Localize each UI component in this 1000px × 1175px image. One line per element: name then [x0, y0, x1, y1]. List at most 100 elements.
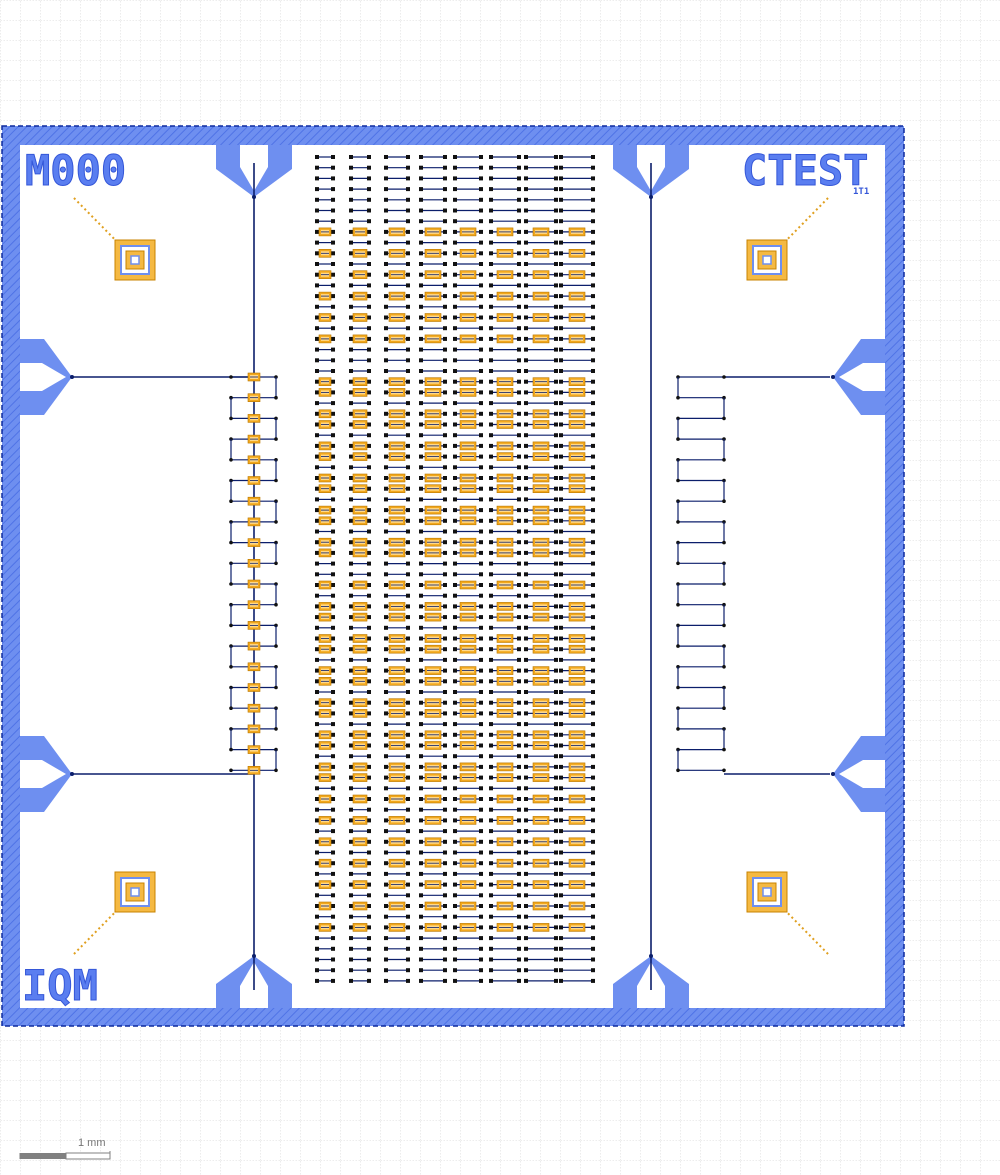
junction-pad — [352, 377, 368, 387]
array-contact — [406, 165, 410, 170]
junction-pad — [532, 441, 550, 451]
junction-pad — [496, 505, 514, 515]
array-contact — [591, 861, 595, 866]
junction-pad — [247, 724, 261, 734]
junction-pad — [459, 773, 477, 782]
array-contact — [367, 240, 371, 245]
junction-pad — [496, 377, 514, 387]
array-contact — [406, 240, 410, 245]
array-contact — [419, 904, 423, 908]
array-contact — [315, 433, 319, 438]
array-contact — [517, 679, 521, 684]
array-contact — [367, 936, 371, 941]
junction-pad — [352, 858, 368, 868]
array-contact — [591, 625, 595, 630]
array-contact — [443, 861, 447, 866]
array-contact — [453, 219, 457, 224]
array-contact — [489, 690, 493, 694]
array-contact — [453, 229, 457, 234]
array-contact — [554, 315, 558, 320]
array-contact — [517, 700, 521, 705]
array-contact — [453, 294, 457, 299]
junction-pad — [532, 816, 550, 825]
array-contact — [331, 615, 335, 620]
junction-pad — [568, 762, 586, 772]
array-contact — [331, 486, 335, 491]
array-contact — [419, 818, 423, 823]
junction-pad — [247, 745, 261, 754]
array-contact — [517, 583, 521, 587]
array-contact — [331, 379, 335, 384]
junction-pad — [424, 612, 442, 622]
array-contact — [479, 615, 483, 620]
array-contact — [554, 829, 558, 834]
junction-pad — [424, 880, 442, 889]
array-contact — [443, 839, 447, 844]
junction-pad — [568, 741, 586, 750]
array-contact — [489, 422, 493, 427]
array-contact — [349, 358, 353, 363]
junction-pad — [568, 612, 586, 622]
array-contact — [517, 764, 521, 769]
array-contact — [419, 369, 423, 373]
array-contact — [315, 358, 319, 363]
array-contact — [443, 775, 447, 780]
array-contact — [406, 711, 410, 716]
array-contact — [443, 379, 447, 384]
array-contact — [517, 315, 521, 320]
junction-pad — [496, 270, 514, 280]
array-contact — [406, 518, 410, 523]
meander-node — [722, 458, 726, 462]
array-contact — [489, 893, 493, 898]
array-contact — [524, 882, 528, 887]
array-contact — [517, 850, 521, 855]
array-contact — [489, 968, 493, 973]
array-contact — [349, 272, 353, 277]
array-contact — [453, 358, 457, 363]
junction-pad — [424, 709, 442, 718]
array-contact — [517, 978, 521, 983]
array-contact — [524, 839, 528, 844]
array-contact — [384, 304, 388, 309]
array-contact — [406, 700, 410, 705]
meander-node — [229, 540, 233, 545]
junction-pad — [532, 858, 550, 868]
junction-pad — [568, 441, 586, 451]
junction-pad — [318, 773, 332, 782]
array-contact — [419, 187, 423, 192]
array-contact — [406, 347, 410, 352]
array-contact — [559, 486, 563, 491]
array-contact — [315, 454, 319, 459]
array-contact — [315, 165, 319, 170]
junction-pad — [424, 741, 442, 750]
array-contact — [406, 647, 410, 652]
array-contact — [524, 861, 528, 866]
array-contact — [349, 647, 353, 652]
array-contact — [479, 529, 483, 534]
junction-pad — [247, 393, 261, 403]
junction-pad — [318, 858, 332, 868]
array-contact — [554, 807, 558, 812]
array-contact — [554, 711, 558, 716]
array-contact — [367, 518, 371, 523]
array-contact — [443, 743, 447, 748]
meander-node — [722, 416, 726, 421]
junction-pad — [388, 270, 406, 280]
junction-pad — [532, 388, 550, 397]
array-contact — [419, 968, 423, 973]
array-contact — [419, 304, 423, 309]
array-contact — [419, 882, 423, 887]
array-contact — [524, 240, 528, 245]
junction-pad — [424, 334, 442, 344]
array-contact — [443, 550, 447, 555]
array-contact — [367, 219, 371, 224]
junction-pad — [352, 580, 368, 590]
junction-pad — [424, 762, 442, 772]
array-contact — [591, 422, 595, 427]
array-contact — [517, 572, 521, 577]
array-contact — [554, 657, 558, 662]
array-contact — [315, 497, 319, 502]
array-contact — [419, 465, 423, 470]
junction-pad — [568, 334, 586, 344]
array-contact — [443, 732, 447, 737]
